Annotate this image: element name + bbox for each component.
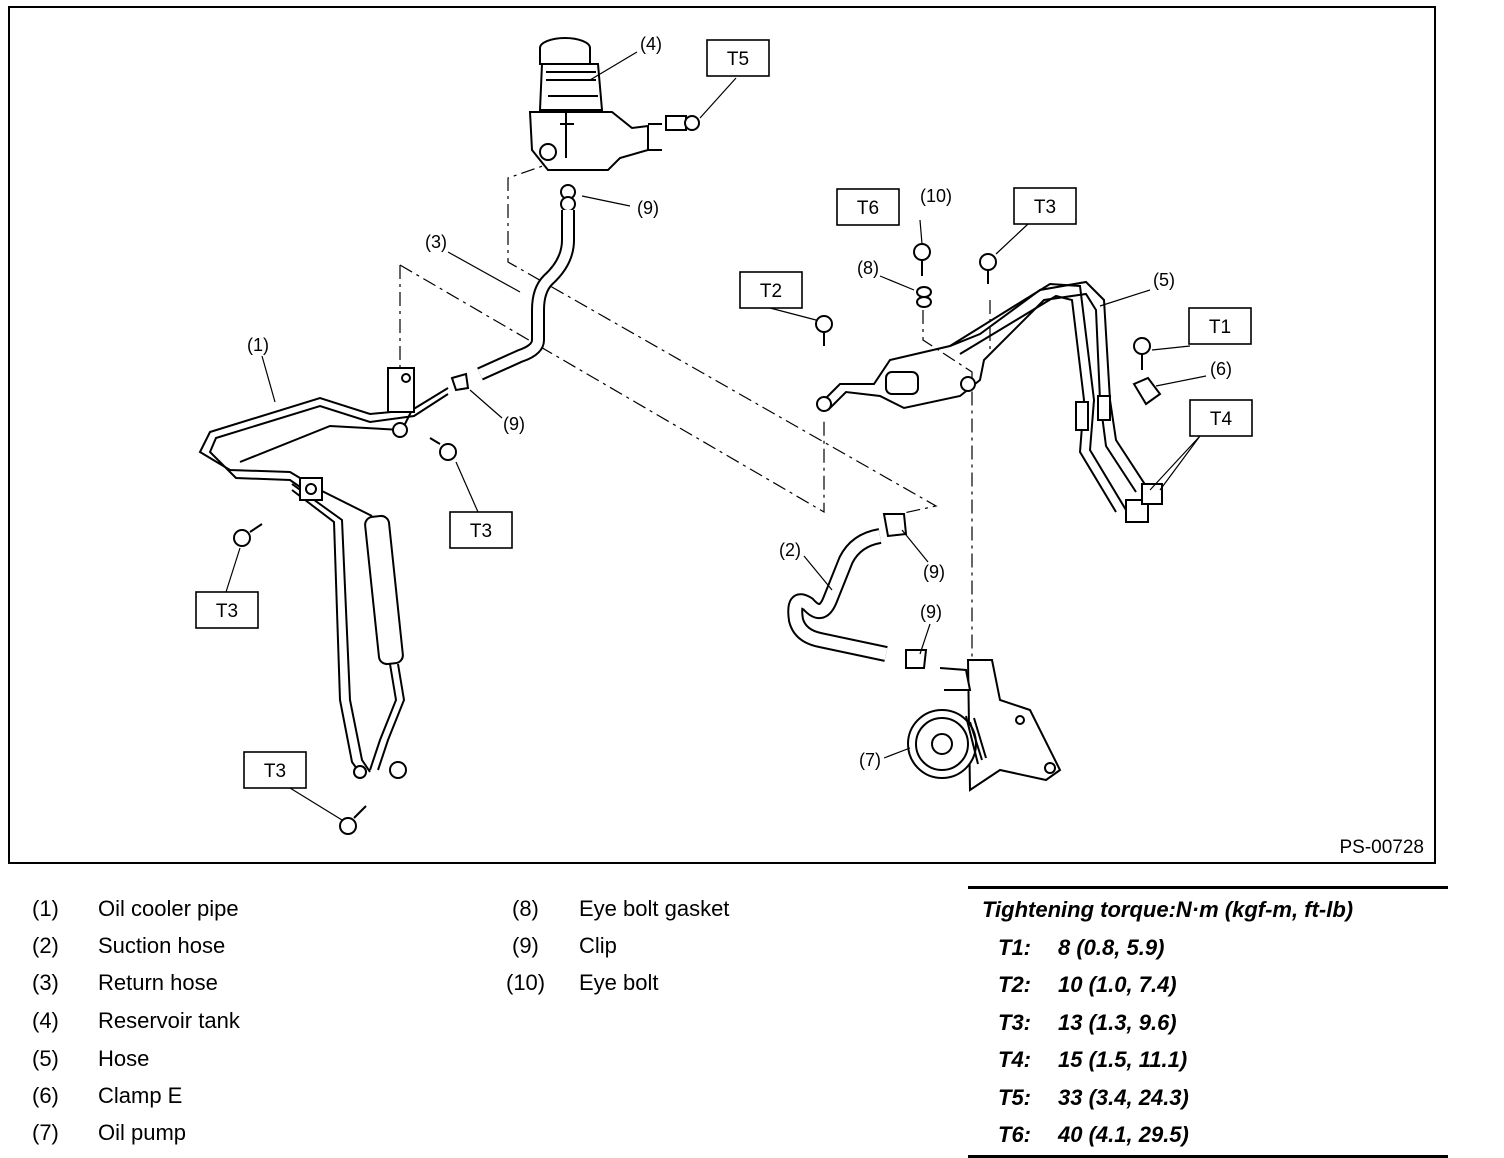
oil-cooler-pipe: [198, 367, 449, 779]
bolt-t3-center: [429, 437, 457, 461]
bolt-t3-left: [233, 523, 263, 547]
callout-9-top: (9): [637, 198, 659, 218]
tag-box-t3-bottom: [243, 751, 307, 789]
callout-5: (5): [1153, 270, 1175, 290]
bolt-t3-right: [979, 253, 997, 284]
tag-t3-left: T3: [216, 601, 238, 622]
bolt-t3-bottom: [339, 805, 367, 835]
torque-table: Tightening torque:N·m (kgf-m, ft-lb) T1:…: [968, 886, 1448, 1158]
callout-7: (7): [859, 750, 881, 770]
callout-labels: (4) (9) (10) (8) (3) (5) (1) (6) (9) (2)…: [247, 34, 1232, 770]
callout-6: (6): [1210, 359, 1232, 379]
tag-t3-center: T3: [470, 521, 492, 542]
callout-2: (2): [779, 540, 801, 560]
callout-4: (4): [640, 34, 662, 54]
bolts: [233, 115, 1151, 835]
callout-9-right: (9): [923, 562, 945, 582]
callout-9-mid: (9): [503, 414, 525, 434]
tag-t5: T5: [727, 49, 749, 70]
callout-10: (10): [920, 186, 952, 206]
oil-pump: [907, 659, 1062, 792]
tag-t2: T2: [760, 281, 782, 302]
bolt-t2: [815, 315, 833, 346]
tag-t6: T6: [857, 198, 879, 219]
bolt-t6: [913, 243, 931, 276]
bolt-t1: [1133, 337, 1151, 370]
tag-box-t2: [739, 271, 803, 309]
suction-hose: [787, 528, 888, 662]
callout-3: (3): [425, 232, 447, 252]
diagram-frame: [8, 6, 1436, 864]
figure-code: PS-00728: [1339, 837, 1424, 858]
leader-lines: [225, 51, 1207, 821]
tag-t4: T4: [1210, 409, 1233, 430]
power-steering-exploded-diagram: T5 T6 T3 T2 T1 T4 T3 T3 T3 (4) (9) (10) …: [8, 6, 1436, 864]
torque-tag-labels: T5 T6 T3 T2 T1 T4 T3 T3 T3: [216, 49, 1233, 782]
callout-9-pump: (9): [920, 602, 942, 622]
pressure-hose-assembly: [816, 280, 1163, 523]
gasket-8: [916, 286, 932, 308]
callout-1: (1): [247, 335, 269, 355]
torque-tags: [195, 39, 1253, 789]
bolt-t5: [665, 115, 700, 131]
tag-box-t3-left: [195, 591, 259, 629]
tag-box-t1: [1188, 307, 1252, 345]
torque-table-title: Tightening torque:N·m (kgf-m, ft-lb): [982, 897, 1354, 922]
reservoir-tank: [528, 37, 662, 212]
tag-box-t5: [706, 39, 770, 77]
tag-t1: T1: [1209, 317, 1231, 338]
tag-box-t3-center: [449, 511, 513, 549]
tag-box-t4: [1189, 399, 1253, 437]
callout-8: (8): [857, 258, 879, 278]
return-hose: [477, 210, 575, 381]
tag-t3-right: T3: [1034, 197, 1056, 218]
tag-box-t6: [836, 188, 900, 226]
tag-t3-bottom: T3: [264, 761, 286, 782]
alignment-guides: [399, 159, 991, 700]
tag-box-t3-right: [1013, 187, 1077, 225]
